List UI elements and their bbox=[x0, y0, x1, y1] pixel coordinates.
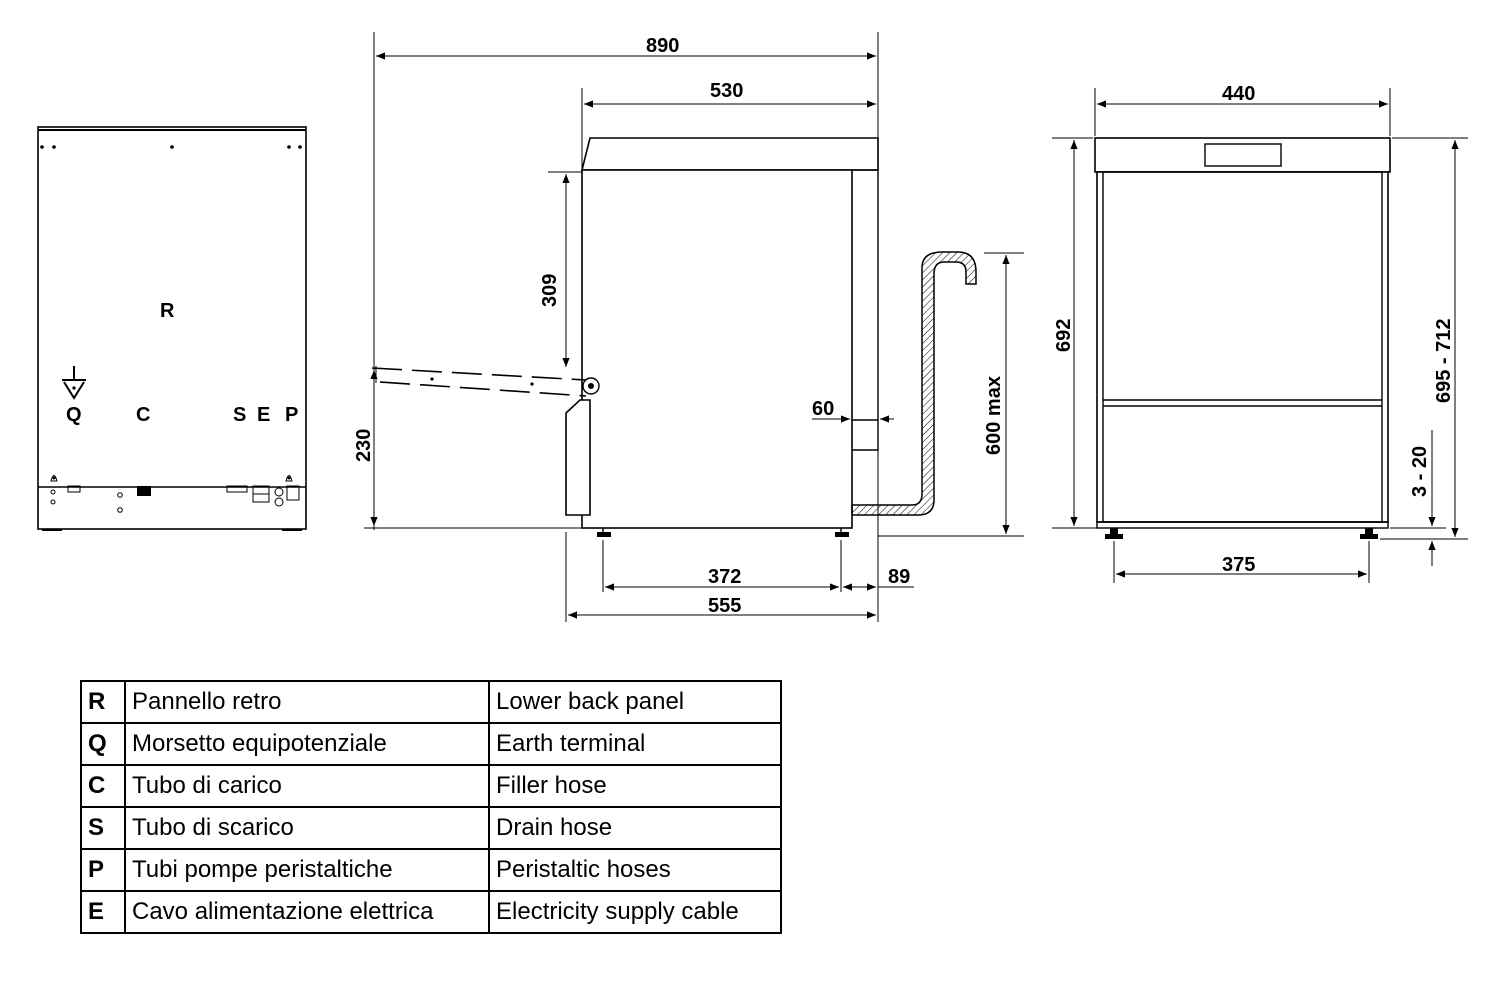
legend-italian: Morsetto equipotenziale bbox=[124, 722, 490, 766]
dim-695-712: 695 - 712 bbox=[1433, 318, 1455, 403]
side-view: 890 530 309 230 600 max 60 372 89 555 bbox=[353, 32, 1024, 622]
legend-code: Q bbox=[80, 722, 126, 766]
legend-english: Earth terminal bbox=[488, 722, 782, 766]
dim-530: 530 bbox=[710, 80, 743, 102]
label-s: S bbox=[233, 404, 246, 426]
legend-english: Electricity supply cable bbox=[488, 890, 782, 934]
legend-english: Drain hose bbox=[488, 806, 782, 850]
legend-italian: Tubo di carico bbox=[124, 764, 490, 808]
dim-309: 309 bbox=[539, 274, 561, 307]
label-q: Q bbox=[66, 404, 82, 426]
legend-code: P bbox=[80, 848, 126, 892]
legend-italian: Tubi pompe peristaltiche bbox=[124, 848, 490, 892]
legend-english: Peristaltic hoses bbox=[488, 848, 782, 892]
dim-3-20: 3 - 20 bbox=[1409, 446, 1431, 497]
dim-89: 89 bbox=[888, 566, 910, 588]
dim-375: 375 bbox=[1222, 554, 1255, 576]
legend-code: E bbox=[80, 890, 126, 934]
label-r: R bbox=[160, 300, 175, 322]
earth-terminal-icon bbox=[62, 366, 86, 400]
legend-italian: Cavo alimentazione elettrica bbox=[124, 890, 490, 934]
legend-english: Lower back panel bbox=[488, 680, 782, 724]
dim-890: 890 bbox=[646, 35, 679, 57]
legend-italian: Pannello retro bbox=[124, 680, 490, 724]
label-c: C bbox=[136, 404, 150, 426]
dim-692: 692 bbox=[1053, 319, 1075, 352]
dim-440: 440 bbox=[1222, 83, 1255, 105]
front-view: 440 692 695 - 712 3 - 20 375 bbox=[1052, 83, 1468, 583]
legend-code: S bbox=[80, 806, 126, 850]
dim-372: 372 bbox=[708, 566, 741, 588]
legend-code: C bbox=[80, 764, 126, 808]
back-view: R Q C S E P bbox=[37, 126, 307, 531]
technical-drawing: R Q C S E P 890 bbox=[37, 32, 1468, 622]
legend-english: Filler hose bbox=[488, 764, 782, 808]
legend-italian: Tubo di scarico bbox=[124, 806, 490, 850]
dim-600-max: 600 max bbox=[983, 376, 1005, 455]
legend-code: R bbox=[80, 680, 126, 724]
label-e: E bbox=[257, 404, 270, 426]
dim-60: 60 bbox=[812, 398, 834, 420]
label-p: P bbox=[285, 404, 298, 426]
dim-230: 230 bbox=[353, 429, 375, 462]
dim-555: 555 bbox=[708, 595, 741, 617]
